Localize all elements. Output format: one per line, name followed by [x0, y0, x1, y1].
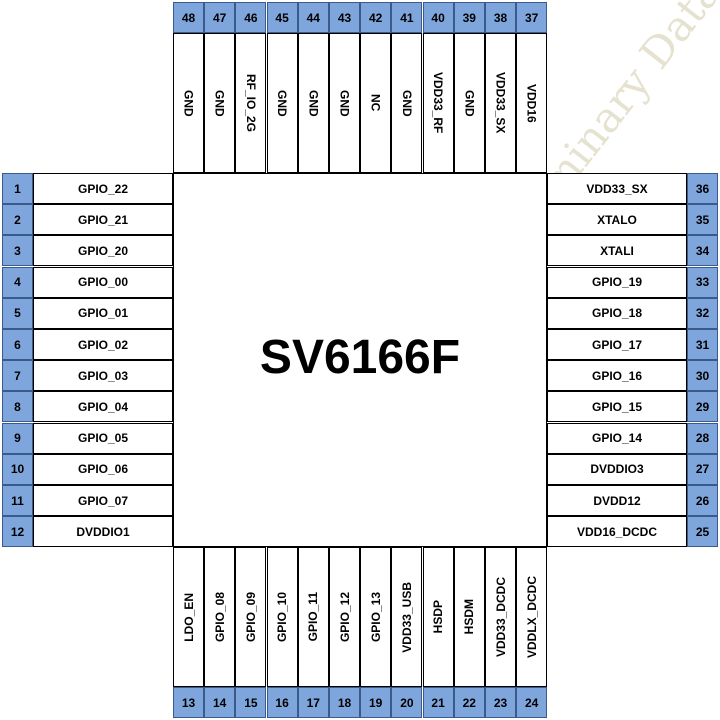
pin-number: 14	[204, 687, 236, 718]
pin-number: 9	[2, 422, 33, 454]
pin-label: LDO_EN	[173, 547, 204, 687]
pin-label: GPIO_07	[33, 485, 173, 516]
pin-label: GPIO_14	[547, 422, 687, 454]
pin-label: GPIO_18	[547, 297, 687, 329]
pin-number: 24	[516, 687, 548, 718]
pin-label: VDD33_SX	[547, 173, 687, 204]
pin-label: GPIO_02	[33, 329, 173, 360]
pin-number: 34	[687, 235, 718, 267]
pin-label: XTALI	[547, 235, 687, 267]
pin-number: 3	[2, 235, 33, 267]
pin-label: GND	[204, 33, 236, 173]
pin-label: GPIO_04	[33, 391, 173, 423]
pin-number: 17	[297, 687, 329, 718]
pin-number: 41	[391, 2, 423, 33]
pin-label: GND	[266, 33, 298, 173]
pin-number: 45	[266, 2, 298, 33]
pin-number: 33	[687, 266, 718, 298]
pin-number: 6	[2, 329, 33, 360]
pin-label: VDDLX_DCDC	[516, 547, 548, 687]
pin-number: 27	[687, 453, 718, 485]
pin-label: GND	[329, 33, 360, 173]
pin-number: 44	[297, 2, 329, 33]
pin-label: GPIO_03	[33, 360, 173, 392]
pin-number: 40	[422, 2, 454, 33]
pin-number: 1	[2, 173, 33, 204]
pin-label: GPIO_09	[235, 547, 267, 687]
pin-number: 4	[2, 266, 33, 298]
pin-number: 7	[2, 360, 33, 392]
pin-label: NC	[360, 33, 392, 173]
pin-number: 30	[687, 360, 718, 392]
pin-label: GPIO_11	[297, 547, 329, 687]
pin-number: 46	[235, 2, 267, 33]
pin-label: GPIO_17	[547, 329, 687, 360]
pin-label: HSDP	[422, 547, 454, 687]
pin-number: 8	[2, 391, 33, 423]
pin-number: 25	[687, 516, 718, 548]
pin-number: 48	[173, 2, 204, 33]
pin-number: 29	[687, 391, 718, 423]
pin-label: VDD33_DCDC	[485, 547, 516, 687]
pin-number: 21	[422, 687, 454, 718]
pin-label: GPIO_12	[329, 547, 360, 687]
pin-number: 36	[687, 173, 718, 204]
pin-number: 26	[687, 485, 718, 516]
pin-number: 10	[2, 453, 33, 485]
pin-number: 38	[485, 2, 516, 33]
pin-label: GPIO_22	[33, 173, 173, 204]
pin-number: 28	[687, 422, 718, 454]
pin-number: 13	[173, 687, 204, 718]
pin-label: GND	[297, 33, 329, 173]
pin-number: 12	[2, 516, 33, 548]
pin-number: 35	[687, 204, 718, 236]
pin-number: 37	[516, 2, 548, 33]
pin-number: 42	[360, 2, 392, 33]
chip-body	[173, 173, 547, 547]
pin-label: GPIO_06	[33, 453, 173, 485]
pin-label: GPIO_21	[33, 204, 173, 236]
pin-number: 23	[485, 687, 516, 718]
pin-label: GPIO_05	[33, 422, 173, 454]
pin-number: 20	[391, 687, 423, 718]
pin-label: GPIO_10	[266, 547, 298, 687]
pin-label: VDD33_USB	[391, 547, 423, 687]
pin-number: 31	[687, 329, 718, 360]
pin-label: VDD16	[516, 33, 548, 173]
pin-number: 32	[687, 297, 718, 329]
pin-number: 15	[235, 687, 267, 718]
pin-number: 16	[266, 687, 298, 718]
pin-number: 47	[204, 2, 236, 33]
pin-label: GND	[453, 33, 485, 173]
pin-label: VDD33_RF	[422, 33, 454, 173]
pin-number: 19	[360, 687, 392, 718]
pin-label: XTALO	[547, 204, 687, 236]
pin-label: HSDM	[453, 547, 485, 687]
pin-number: 18	[329, 687, 360, 718]
pin-label: GPIO_00	[33, 266, 173, 298]
pin-label: VDD16_DCDC	[547, 516, 687, 548]
pin-number: 2	[2, 204, 33, 236]
pin-number: 39	[453, 2, 485, 33]
pin-label: GPIO_20	[33, 235, 173, 267]
pin-label: DVDD12	[547, 485, 687, 516]
pin-number: 22	[453, 687, 485, 718]
pin-label: GND	[391, 33, 423, 173]
pin-label: GPIO_13	[360, 547, 392, 687]
pin-label: GPIO_01	[33, 297, 173, 329]
pin-label: VDD33_SX	[485, 33, 516, 173]
chip-name: SV6166F	[259, 331, 461, 384]
pin-label: GPIO_19	[547, 266, 687, 298]
pin-label: GND	[173, 33, 204, 173]
pin-label: RF_IO_2G	[235, 33, 267, 173]
pin-label: GPIO_08	[204, 547, 236, 687]
pin-label: GPIO_16	[547, 360, 687, 392]
pin-label: DVDDIO3	[547, 453, 687, 485]
pin-number: 5	[2, 297, 33, 329]
pin-label: GPIO_15	[547, 391, 687, 423]
pin-number: 11	[2, 485, 33, 516]
pin-number: 43	[329, 2, 360, 33]
pin-label: DVDDIO1	[33, 516, 173, 548]
